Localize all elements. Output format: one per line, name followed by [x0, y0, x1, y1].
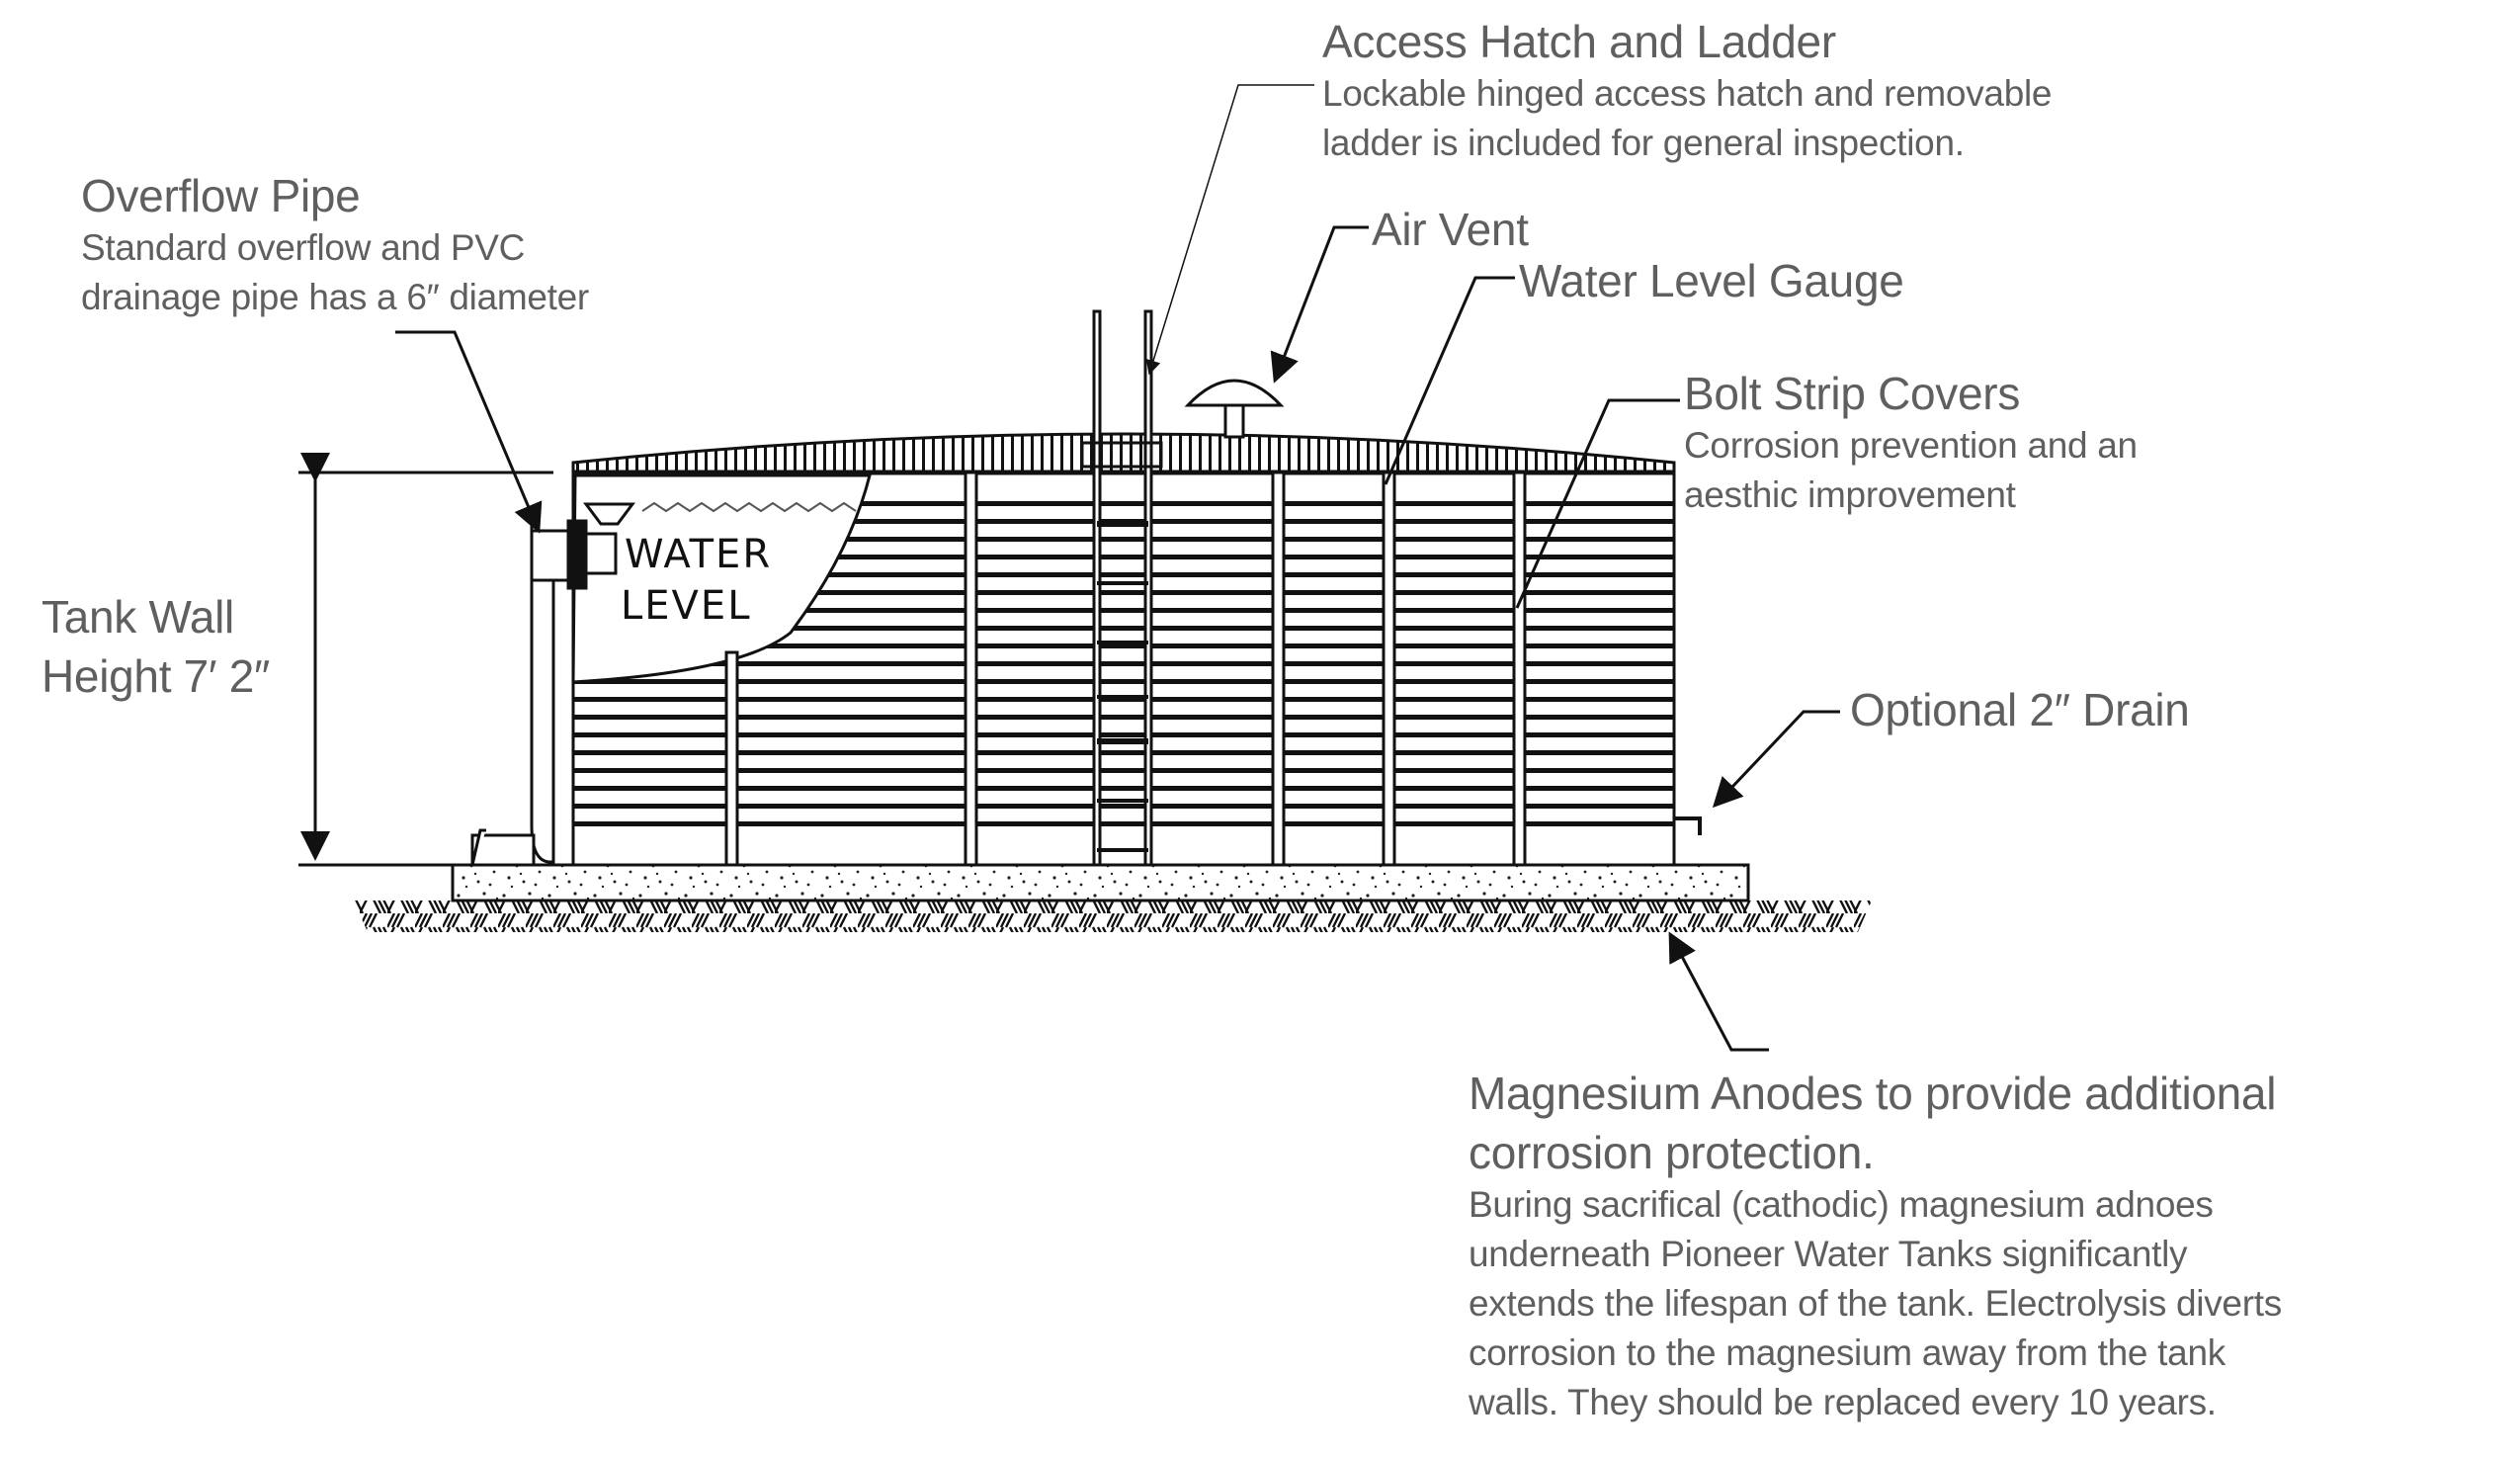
access-hatch-line-1: Lockable hinged access hatch and removab… — [1322, 73, 2053, 114]
overflow-pipe-line-1: Standard overflow and PVC — [81, 227, 526, 268]
drain-title: Optional 2″ Drain — [1850, 684, 2190, 735]
anodes-line-3: extends the lifespan of the tank. Electr… — [1469, 1283, 2282, 1324]
tank-wall-line-2: Height 7′ 2″ — [42, 650, 271, 702]
ground-hatch — [354, 901, 1872, 932]
concrete-slab — [451, 863, 1750, 902]
anodes-title-line-1: Magnesium Anodes to provide additional — [1469, 1068, 2277, 1119]
ladder — [1080, 309, 1163, 867]
overflow-pipe — [470, 502, 635, 867]
bolt-strip-covers-line-1: Corrosion prevention and an — [1684, 425, 2138, 466]
anodes-line-1: Buring sacrifical (cathodic) magnesium a… — [1469, 1184, 2214, 1225]
anodes-line-2: underneath Pioneer Water Tanks significa… — [1469, 1234, 2188, 1274]
anodes-title-line-2: corrosion protection. — [1469, 1127, 1875, 1178]
tank-roof — [571, 432, 1676, 474]
anodes-line-5: walls. They should be replaced every 10 … — [1469, 1382, 2217, 1422]
overflow-pipe-title: Overflow Pipe — [81, 170, 361, 221]
height-dimension — [298, 453, 553, 867]
water-level-gauge-title: Water Level Gauge — [1519, 255, 1904, 306]
water-tag-line-2: LEVEL — [621, 583, 752, 629]
leader-lines — [395, 84, 1840, 1052]
drain-spout — [1674, 816, 1702, 835]
anodes-line-4: corrosion to the magnesium away from the… — [1469, 1332, 2226, 1373]
overflow-pipe-line-2: drainage pipe has a 6″ diameter — [81, 277, 589, 317]
air-vent-title: Air Vent — [1372, 204, 1529, 255]
bolt-strips — [724, 471, 1527, 867]
water-surface — [641, 501, 857, 513]
air-vent — [1184, 379, 1285, 439]
bolt-strip-covers-title: Bolt Strip Covers — [1684, 368, 2021, 419]
access-hatch-line-2: ladder is included for general inspectio… — [1322, 123, 1965, 163]
access-hatch-title: Access Hatch and Ladder — [1322, 16, 1836, 67]
water-tag-line-1: WATER — [625, 532, 773, 577]
bolt-strip-covers-line-2: aesthic improvement — [1684, 474, 2016, 515]
water-cutaway — [571, 473, 872, 684]
tank-wall-line-1: Tank Wall — [42, 591, 234, 643]
